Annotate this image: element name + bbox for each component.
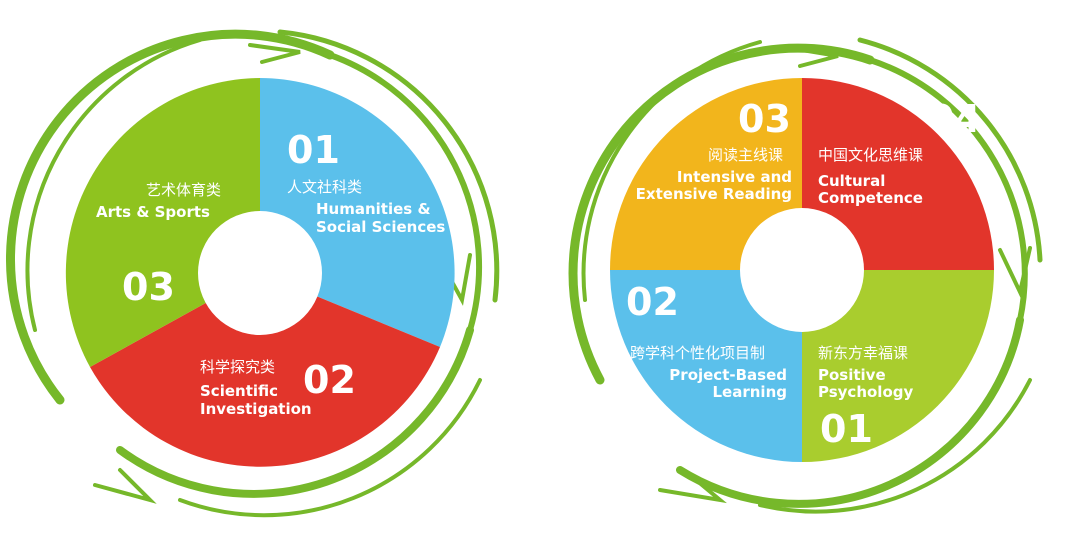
right-seg03-number: 03 (738, 97, 791, 141)
left-segment-02 (90, 273, 440, 467)
left-seg02-en-line2: Investigation (200, 400, 312, 418)
left-seg02-zh: 科学探究类 (200, 358, 275, 376)
right-seg01-zh: 新东方幸福课 (818, 344, 908, 362)
left-seg01-en-line2: Social Sciences (316, 218, 445, 236)
right-seg01-en-line1: Positive (818, 366, 886, 384)
left-seg01-zh: 人文社科类 (287, 178, 362, 196)
right-seg04-zh: 中国文化思维课 (818, 146, 923, 164)
right-seg02-en-line2: Learning (713, 383, 788, 401)
right-segment-03 (610, 78, 802, 270)
right-ring (568, 37, 1043, 514)
right-seg02-zh: 跨学科个性化项目制 (630, 344, 765, 362)
right-seg03-en-line2: Extensive Reading (636, 185, 792, 203)
left-seg03-number: 03 (122, 265, 175, 309)
right-seg04-en-line2: Competence (818, 189, 923, 207)
right-seg04-number: 04 (928, 97, 981, 141)
left-seg02-number: 02 (303, 358, 356, 402)
right-seg03-en-line1: Intensive and (677, 168, 792, 186)
right-seg02-number: 02 (626, 280, 679, 324)
right-seg02-en-line1: Project-Based (669, 366, 787, 384)
right-seg04-en-line1: Cultural (818, 172, 885, 190)
left-seg02-en-line1: Scientific (200, 382, 278, 400)
left-seg03-en-line1: Arts & Sports (96, 203, 210, 221)
right-seg01-number: 01 (820, 407, 873, 451)
right-segment-01 (802, 270, 994, 462)
right-seg01-en-line2: Psychology (818, 383, 913, 401)
left-seg01-number: 01 (287, 128, 340, 172)
right-segment-04 (802, 78, 994, 270)
right-seg03-zh: 阅读主线课 (708, 146, 783, 164)
left-seg03-zh: 艺术体育类 (146, 181, 221, 199)
right-segment-02 (610, 270, 802, 462)
left-wheel: 01 人文社科类 Humanities & Social Sciences 科学… (6, 29, 500, 518)
right-center-hole (740, 208, 864, 332)
left-center-hole (198, 211, 322, 335)
left-ring (6, 29, 500, 518)
right-wheel: 03 阅读主线课 Intensive and Extensive Reading… (568, 37, 1043, 514)
left-seg01-en-line1: Humanities & (316, 200, 431, 218)
